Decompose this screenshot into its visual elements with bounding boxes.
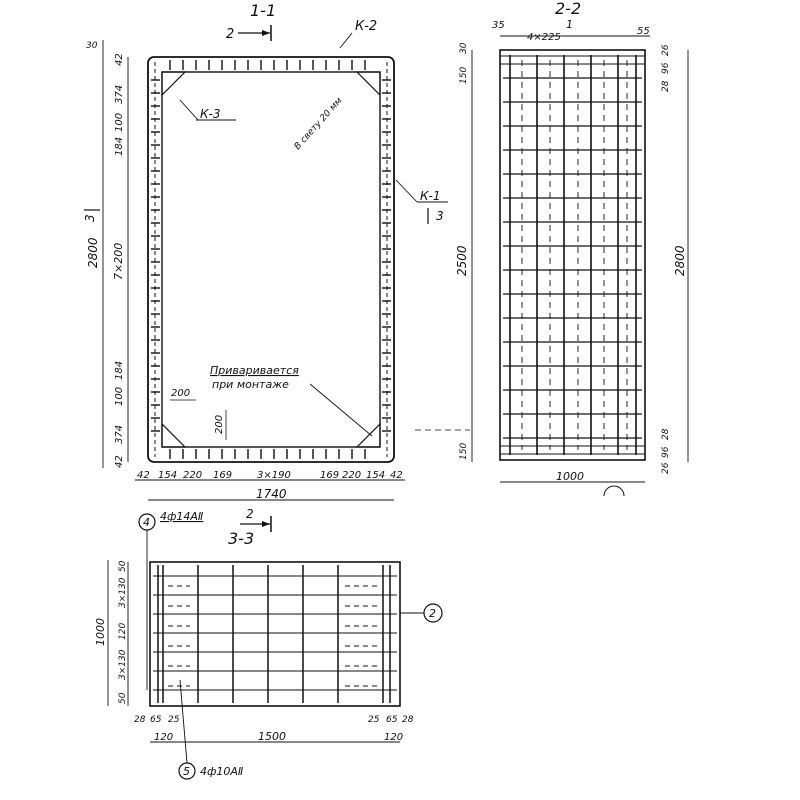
leader-weld — [309, 383, 373, 437]
dim-22-150-bot: 150 — [459, 443, 469, 460]
dim-22-r26-top: 26 — [661, 44, 671, 56]
callout-2-number: 2 — [429, 607, 436, 620]
dim-33-50-top: 50 — [118, 560, 128, 572]
dim-left-184-top: 184 — [114, 137, 125, 156]
section-1-1: 1-1 2 К-2 К-3 В свету 20 мм К-1 3 Привар… — [83, 1, 448, 501]
dim-left-42-bot: 42 — [114, 455, 125, 468]
dim-33-120-l: 120 — [154, 732, 173, 743]
dim-22-30: 30 — [459, 42, 469, 54]
dim-33-3x130-top: 3×130 — [118, 577, 128, 608]
label-k1-cut: 3 — [436, 209, 444, 223]
haunch-tl — [161, 71, 187, 97]
section-3-3-title: 3-3 — [228, 529, 254, 548]
leader-k2 — [339, 32, 353, 49]
leader-k1b — [395, 179, 418, 203]
inner-dim-1: 200 — [171, 388, 190, 399]
dim-overall-height: 2800 — [86, 237, 100, 268]
dim-33-height: 1000 — [94, 618, 107, 646]
dim-left-30: 30 — [86, 41, 98, 51]
rebar-grid-3-3 — [153, 565, 397, 703]
dim-overall-width: 1740 — [256, 487, 287, 501]
dim-22-r96-top: 96 — [661, 62, 671, 74]
dim-33-1500: 1500 — [258, 730, 286, 743]
label-weld-1: Приваривается — [210, 364, 299, 377]
dim-33-50-bot: 50 — [118, 692, 128, 704]
callout-5-text: 4ф10АⅡ — [200, 765, 244, 778]
cut-arrow-3-head — [262, 521, 270, 527]
section-1-1-cut-ref: 2 — [226, 27, 234, 42]
inner-contour — [161, 71, 381, 448]
dim-bot-154-l: 154 — [158, 470, 177, 481]
dim-left-374-bot: 374 — [114, 425, 125, 444]
dim-22-r96-bot: 96 — [661, 446, 671, 458]
dim-22-overall-height: 2800 — [673, 245, 687, 276]
dim-top-55: 55 — [637, 26, 650, 37]
dim-bot-42-r: 42 — [390, 470, 403, 481]
dim-22-150-top: 150 — [459, 67, 469, 84]
haunch-tr — [355, 71, 381, 97]
callout-4-number: 4 — [143, 516, 150, 529]
dim-left-100-top: 100 — [114, 113, 125, 132]
inner-dim-2: 200 — [214, 415, 225, 434]
left-marker-3: 3 — [83, 214, 97, 222]
dim-left-184-bot: 184 — [114, 361, 125, 380]
outer-contour — [147, 56, 395, 463]
label-k1: К-1 — [420, 189, 440, 203]
dim-bot-169-l: 169 — [213, 470, 232, 481]
dim-33-3x130-bot: 3×130 — [118, 649, 128, 680]
dim-bot-154-r: 154 — [366, 470, 385, 481]
dim-33-120: 120 — [118, 623, 128, 640]
haunch-bl — [161, 422, 187, 448]
section-2-2-outline — [499, 49, 646, 461]
cut-arrow-head — [262, 30, 270, 36]
label-k3: К-3 — [200, 107, 220, 121]
callout-5-leader — [179, 679, 188, 764]
label-k2: К-2 — [355, 19, 377, 34]
dim-bot-220-r: 220 — [342, 470, 361, 481]
section-3-3-cut-ref: 2 — [246, 507, 254, 521]
section-2-2: 2-2 35 4×225 1 55 30 150 2500 150 26 96 … — [415, 0, 689, 497]
rebar-grid-2-2 — [500, 55, 645, 455]
stirrup-marks — [151, 60, 391, 459]
callout-circle-partial — [603, 485, 625, 497]
dim-22-width: 1000 — [556, 470, 584, 483]
label-weld-2: при монтаже — [212, 378, 289, 391]
section-2-2-cut-ref: 1 — [566, 18, 573, 31]
dim-top-4x225: 4×225 — [527, 32, 561, 43]
section-3-3: 4 4ф14АⅡ 2 3-3 2 1000 50 3×130 120 3×130… — [94, 507, 443, 780]
dim-33-120-r: 120 — [384, 732, 403, 743]
dim-bot-42-l: 42 — [137, 470, 150, 481]
section-3-3-outline — [149, 561, 401, 707]
dim-bot-169-r: 169 — [320, 470, 339, 481]
dim-top-35: 35 — [492, 20, 505, 31]
dim-22-r28-bot: 28 — [661, 428, 671, 440]
section-1-1-title: 1-1 — [250, 1, 276, 20]
leader-k3b — [179, 99, 199, 121]
label-clear-gap: В свету 20 мм — [293, 96, 345, 152]
dim-33-b65-l: 65 — [150, 715, 162, 725]
dim-left-100-bot: 100 — [114, 387, 125, 406]
dim-22-2500: 2500 — [455, 245, 469, 276]
dim-bot-220-l: 220 — [183, 470, 202, 481]
dim-33-b65-r: 65 — [386, 715, 398, 725]
dim-33-b25-r: 25 — [368, 715, 380, 725]
dim-22-r28-top: 28 — [661, 80, 671, 92]
dim-33-b28-l: 28 — [134, 715, 146, 725]
dim-left-7x200: 7×200 — [112, 243, 125, 280]
callout-4-text: 4ф14АⅡ — [160, 510, 204, 523]
dim-left-374-top: 374 — [114, 85, 125, 104]
haunch-br — [355, 422, 381, 448]
dim-22-r26-bot: 26 — [661, 462, 671, 474]
dim-bot-3x190: 3×190 — [257, 470, 291, 481]
section-2-2-title: 2-2 — [555, 0, 581, 18]
callout-5-number: 5 — [183, 765, 190, 778]
dim-33-b25-l: 25 — [168, 715, 180, 725]
dim-left-42-top: 42 — [114, 53, 125, 66]
dim-33-b28-r: 28 — [402, 715, 414, 725]
